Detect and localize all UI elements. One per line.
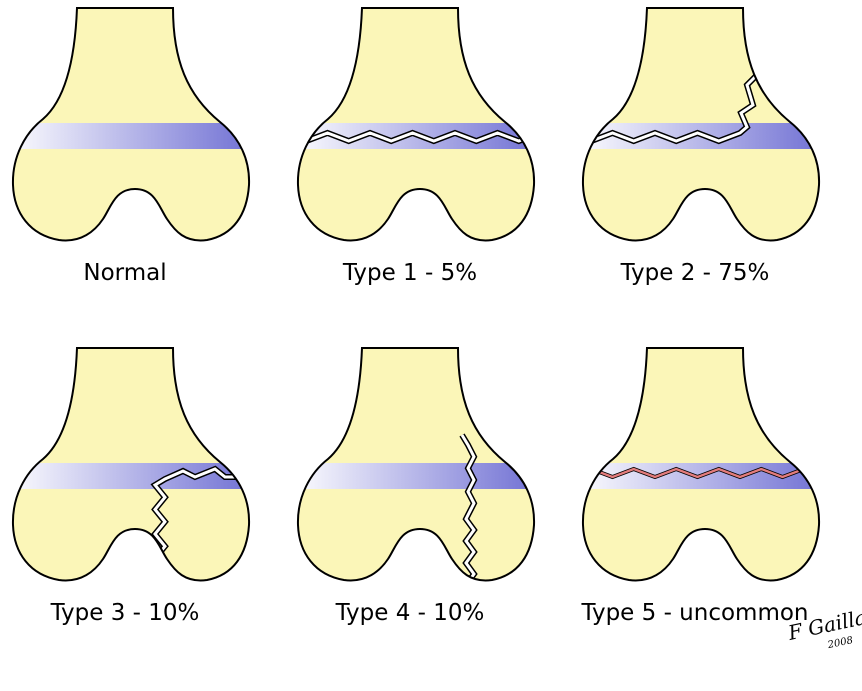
panel-metaphysis-physis-epiphysis: [290, 348, 540, 585]
panel-none: [5, 8, 255, 240]
panel-caption: Type 3 - 10%: [50, 600, 200, 626]
signature-year: 2008: [826, 635, 854, 651]
panel-caption: Type 1 - 5%: [342, 260, 477, 286]
panel-physis-and-metaphysis: [570, 8, 825, 240]
growth-plate: [290, 463, 540, 489]
panel-compression: [570, 348, 825, 580]
panel-physis-and-epiphysis: [5, 348, 255, 583]
growth-plate: [5, 463, 255, 489]
panel-caption: Type 2 - 75%: [620, 260, 770, 286]
growth-plate: [5, 123, 255, 149]
panel-caption: Type 5 - uncommon: [580, 600, 808, 626]
panel-caption: Type 4 - 10%: [335, 600, 485, 626]
panel-caption: Normal: [83, 260, 166, 286]
panel-through-physis: [285, 8, 540, 240]
